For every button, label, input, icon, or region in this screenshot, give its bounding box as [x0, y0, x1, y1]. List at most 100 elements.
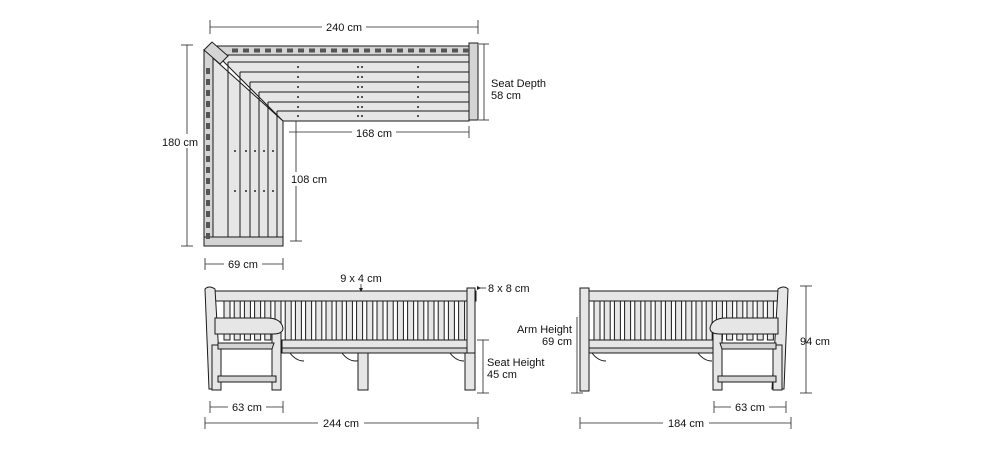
- back-slat: [437, 300, 445, 341]
- plan-bolt-mark: [408, 48, 414, 53]
- back-slat: [593, 300, 601, 341]
- back-slat: [284, 300, 292, 341]
- plan-screw-mark: [417, 76, 419, 78]
- label-right-length: 184 cm: [668, 418, 704, 430]
- plan-bolt-mark: [206, 90, 210, 96]
- left-center-leg: [357, 352, 369, 391]
- plan-bolt-mark: [206, 101, 210, 107]
- label-seat-depth-title: Seat Depth: [491, 78, 546, 90]
- left-seat-rail: [281, 339, 475, 349]
- plan-screw-mark: [361, 86, 363, 88]
- back-slat: [447, 300, 455, 341]
- left-end-leg: [464, 352, 476, 391]
- plan-bolt-mark: [206, 211, 210, 217]
- plan-screw-mark: [357, 96, 359, 98]
- plan-end-post-bottom: [203, 236, 284, 247]
- plan-screw-mark: [263, 150, 265, 152]
- plan-bolt-mark: [452, 48, 458, 53]
- back-slat: [685, 300, 693, 341]
- plan-bolt-mark: [309, 48, 315, 53]
- plan-screw-mark: [417, 96, 419, 98]
- plan-screw-mark: [272, 190, 274, 192]
- plan-bolt-mark: [331, 48, 337, 53]
- back-slat: [675, 300, 683, 341]
- back-slat: [356, 300, 364, 341]
- plan-bolt-mark: [397, 48, 403, 53]
- right-armrest: [709, 317, 779, 335]
- plan-bolt-mark: [206, 156, 210, 162]
- plan-bolt-mark: [206, 145, 210, 151]
- back-slat: [654, 300, 662, 341]
- plan-bolt-mark: [265, 48, 271, 53]
- plan-screw-mark: [245, 150, 247, 152]
- plan-bolt-mark: [342, 48, 348, 53]
- plan-screw-mark: [297, 96, 299, 98]
- back-slat: [613, 300, 621, 341]
- plan-bolt-mark: [206, 134, 210, 140]
- label-seat-height-value: 45 cm: [487, 369, 517, 381]
- plan-end-post-right: [468, 42, 479, 121]
- back-slat: [427, 300, 435, 341]
- plan-screw-mark: [357, 115, 359, 117]
- back-slat: [644, 300, 652, 341]
- back-slat: [458, 300, 466, 341]
- plan-screw-mark: [357, 66, 359, 68]
- plan-screw-mark: [254, 190, 256, 192]
- plan-bolt-mark: [320, 48, 326, 53]
- back-slat: [695, 300, 703, 341]
- plan-screw-mark: [234, 150, 236, 152]
- label-inner-long: 168 cm: [356, 128, 392, 140]
- plan-bolt-mark: [386, 48, 392, 53]
- plan-screw-mark: [417, 86, 419, 88]
- plan-screw-mark: [361, 115, 363, 117]
- plan-screw-mark: [297, 76, 299, 78]
- plan-bolt-mark: [419, 48, 425, 53]
- back-slat: [664, 300, 672, 341]
- plan-screw-mark: [297, 86, 299, 88]
- left-armrest: [214, 317, 284, 335]
- plan-screw-mark: [417, 106, 419, 108]
- back-slat: [345, 300, 353, 341]
- left-top-rail: [209, 290, 477, 302]
- back-slat: [624, 300, 632, 341]
- plan-screw-mark: [234, 190, 236, 192]
- plan-bolt-mark: [206, 167, 210, 173]
- right-stretcher: [717, 375, 777, 383]
- plan-screw-mark: [417, 115, 419, 117]
- back-slat: [603, 300, 611, 341]
- label-arm-height-title: Arm Height: [517, 324, 572, 336]
- back-slat: [396, 300, 404, 341]
- back-slat: [315, 300, 323, 341]
- plan-bolt-mark: [206, 222, 210, 228]
- plan-screw-mark: [357, 86, 359, 88]
- plan-screw-mark: [297, 115, 299, 117]
- back-slat: [407, 300, 415, 341]
- front-view-right: Arm Height 69 cm 94 cm 63 cm 184 cm: [517, 285, 830, 430]
- plan-bolt-mark: [206, 189, 210, 195]
- label-post-size: 8 x 8 cm: [488, 283, 530, 295]
- back-slat: [305, 300, 313, 341]
- plan-bolt-mark: [206, 123, 210, 129]
- front-view-left: 9 x 4 cm 8 x 8 cm Seat Height 45 cm 63 c…: [204, 273, 544, 430]
- back-slat: [335, 300, 343, 341]
- plan-screw-mark: [297, 66, 299, 68]
- back-slat: [294, 300, 302, 341]
- plan-bolt-mark: [463, 48, 469, 53]
- plan-bolt-mark: [206, 68, 210, 74]
- plan-screw-mark: [297, 106, 299, 108]
- back-slat: [705, 300, 713, 341]
- label-overall-height: 94 cm: [800, 336, 830, 348]
- back-slat: [417, 300, 425, 341]
- plan-bolt-mark: [243, 48, 249, 53]
- back-slat: [634, 300, 642, 341]
- plan-bolt-mark: [232, 48, 238, 53]
- plan-screw-mark: [357, 106, 359, 108]
- label-leg-width: 69 cm: [228, 259, 258, 271]
- plan-screw-mark: [357, 76, 359, 78]
- plan-screw-mark: [263, 190, 265, 192]
- plan-bolt-mark: [206, 233, 210, 239]
- plan-screw-mark: [361, 76, 363, 78]
- left-end-post: [466, 287, 476, 354]
- label-seat-depth-value: 58 cm: [491, 90, 521, 102]
